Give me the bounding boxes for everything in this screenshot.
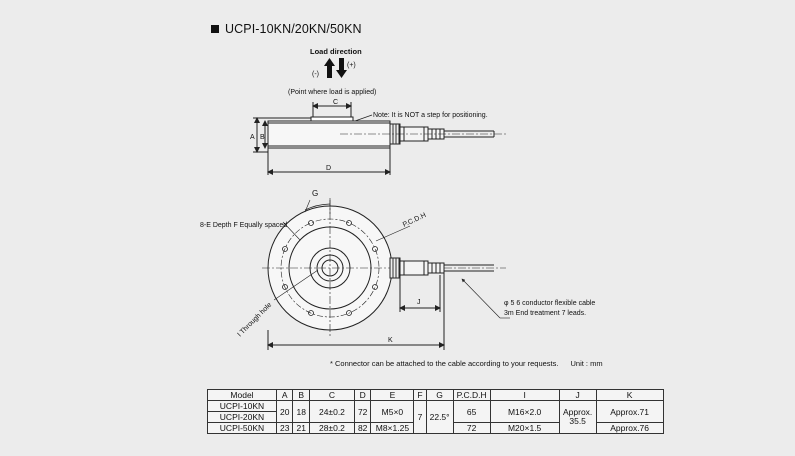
load-direction-heading: Load direction	[310, 47, 362, 56]
dim-c-label: C	[333, 99, 338, 106]
header-a: A	[275, 389, 294, 401]
cell-e-1: M5×0	[370, 400, 415, 423]
table-row: UCPI-10KN 20 18 24±0.2 72 M5×0 7 22.5° 6…	[207, 400, 664, 434]
bolt-hole-note: 8-E Depth F Equally spaced	[200, 222, 287, 229]
header-f: F	[413, 389, 427, 401]
positioning-note: Note: It is NOT a step for positioning.	[373, 112, 488, 119]
header-e: E	[370, 389, 415, 401]
model-cell: UCPI-20KN	[207, 411, 277, 423]
pcd-label: P.C.D.H	[402, 212, 427, 229]
cell-j: Approx. 35.5	[558, 400, 597, 434]
header-g: G	[425, 389, 454, 401]
cell-b-1: 18	[292, 400, 310, 423]
unit-label: Unit : mm	[570, 359, 603, 368]
header-model: Model	[207, 389, 277, 401]
side-view	[253, 102, 506, 175]
square-bullet-icon	[211, 25, 219, 33]
header-b: B	[292, 389, 310, 401]
cell-i-2: M20×1.5	[489, 422, 560, 434]
cable-note-2: 3m End treatment 7 leads.	[504, 310, 586, 317]
spec-table: Model A B C D E F G P.C.D.H I J K UCPI-1…	[207, 389, 664, 434]
header-d: D	[353, 389, 372, 401]
cell-a-1: 20	[275, 400, 294, 423]
cell-k-2: Approx.76	[595, 422, 664, 434]
top-view	[262, 198, 510, 350]
bolt-hole-group	[282, 220, 378, 316]
cell-pcd-1: 65	[452, 400, 491, 423]
page-title: UCPI-10KN/20KN/50KN	[211, 22, 362, 36]
cell-g: 22.5°	[425, 400, 454, 434]
cell-i-1: M16×2.0	[489, 400, 560, 423]
header-k: K	[595, 389, 664, 401]
model-cell: UCPI-50KN	[207, 422, 277, 434]
header-i: I	[489, 389, 560, 401]
cell-d-2: 82	[353, 422, 372, 434]
footnote: * Connector can be attached to the cable…	[330, 359, 603, 368]
table-row: UCPI-50KN 23 21 28±0.2 82 M8×1.25 72 M20…	[207, 422, 664, 434]
load-cell-body-side	[267, 120, 391, 149]
cable-note-1: φ 5 6 conductor flexible cable	[504, 300, 595, 307]
dim-k-label: K	[388, 337, 393, 344]
load-plus-label: (+)	[347, 62, 356, 69]
title-text: UCPI-10KN/20KN/50KN	[225, 22, 362, 36]
footnote-text: * Connector can be attached to the cable…	[330, 359, 559, 368]
header-c: C	[308, 389, 355, 401]
model-cell: UCPI-10KN	[207, 400, 277, 412]
header-j: J	[558, 389, 597, 401]
load-up-arrow-icon	[324, 58, 335, 78]
cell-k-1: Approx.71	[595, 400, 664, 423]
load-point-note: (Point where load is applied)	[288, 89, 376, 96]
cell-c-2: 28±0.2	[308, 422, 355, 434]
load-minus-label: (-)	[312, 71, 319, 78]
cell-a-2: 23	[275, 422, 294, 434]
cell-d-1: 72	[353, 400, 372, 423]
table-header-row: Model A B C D E F G P.C.D.H I J K	[207, 389, 664, 401]
dim-j-label: J	[417, 299, 421, 306]
load-down-arrow-icon	[336, 58, 347, 78]
cell-b-2: 21	[292, 422, 310, 434]
cell-pcd-2: 72	[452, 422, 491, 434]
dim-a-label: A	[250, 134, 255, 141]
cell-f: 7	[413, 400, 427, 434]
cell-c-1: 24±0.2	[308, 400, 355, 423]
dim-g-label: G	[312, 189, 318, 198]
header-pcd: P.C.D.H	[452, 389, 491, 401]
cell-e-2: M8×1.25	[370, 422, 415, 434]
dim-d-label: D	[326, 165, 331, 172]
dim-b-label: B	[260, 134, 265, 141]
